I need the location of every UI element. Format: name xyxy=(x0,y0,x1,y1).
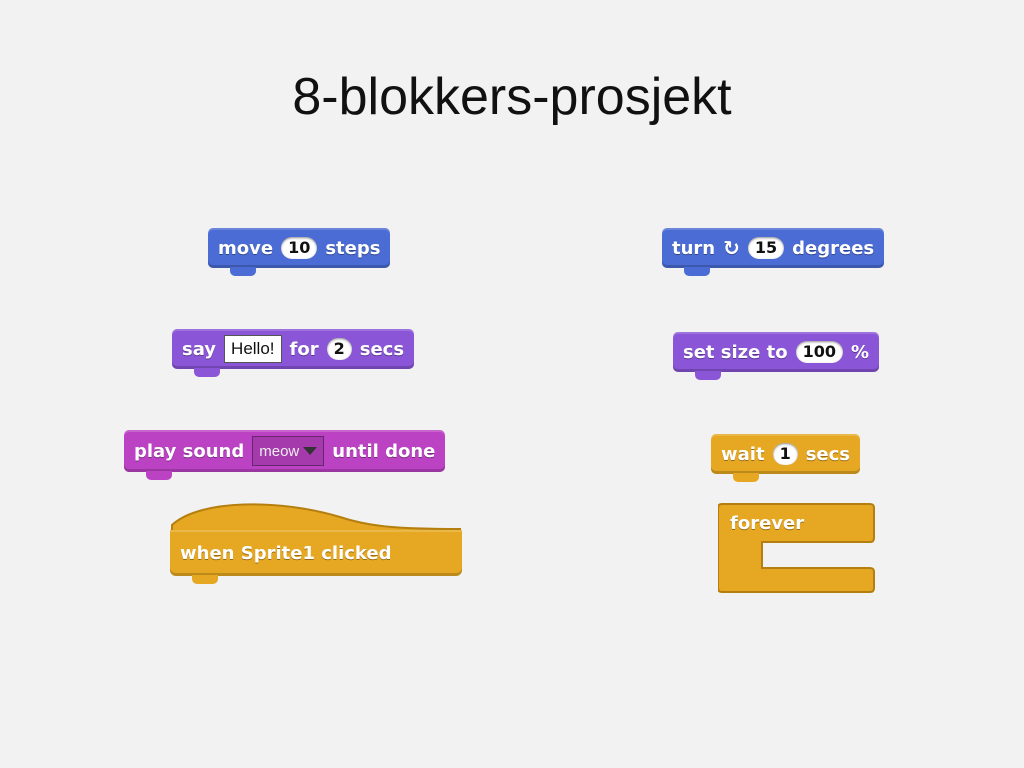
play-sound-block[interactable]: play sound meow until done xyxy=(124,430,446,480)
block-word: % xyxy=(851,341,870,363)
secs-input[interactable]: 2 xyxy=(326,338,352,360)
sound-dropdown-value: meow xyxy=(259,442,300,460)
forever-block[interactable] xyxy=(718,502,876,594)
turn-degrees-block[interactable]: turn ↻ 15 degrees xyxy=(662,228,885,276)
degrees-input[interactable]: 15 xyxy=(747,237,785,259)
slide-title: 8-blokkers-prosjekt xyxy=(292,68,732,126)
when-sprite-clicked-block[interactable]: when Sprite1 clicked xyxy=(170,530,462,584)
block-word: until done xyxy=(332,440,436,462)
wait-secs-block[interactable]: wait 1 secs xyxy=(711,434,861,482)
block-word: secs xyxy=(805,443,851,465)
say-text-input[interactable]: Hello! xyxy=(224,335,282,363)
block-word: move xyxy=(218,237,274,259)
block-word: for xyxy=(289,338,319,360)
block-word: degrees xyxy=(792,237,875,259)
block-word: secs xyxy=(359,338,405,360)
chevron-down-icon xyxy=(303,447,318,455)
sound-dropdown[interactable]: meow xyxy=(252,436,325,466)
forever-label: forever xyxy=(730,513,805,534)
wait-secs-input[interactable]: 1 xyxy=(772,443,798,465)
say-for-secs-block[interactable]: say Hello! for 2 secs xyxy=(172,329,415,377)
rotate-clockwise-icon: ↻ xyxy=(723,236,740,260)
block-word: steps xyxy=(325,237,381,259)
set-size-block[interactable]: set size to 100 % xyxy=(673,332,880,380)
steps-input[interactable]: 10 xyxy=(281,237,318,259)
block-word: when Sprite1 clicked xyxy=(180,542,392,564)
block-word: wait xyxy=(721,443,765,465)
block-word: turn xyxy=(672,237,716,259)
block-word: say xyxy=(182,338,217,360)
move-steps-block[interactable]: move 10 steps xyxy=(208,228,391,276)
size-input[interactable]: 100 xyxy=(795,341,844,363)
block-word: set size to xyxy=(683,341,788,363)
block-word: play sound xyxy=(134,440,245,462)
